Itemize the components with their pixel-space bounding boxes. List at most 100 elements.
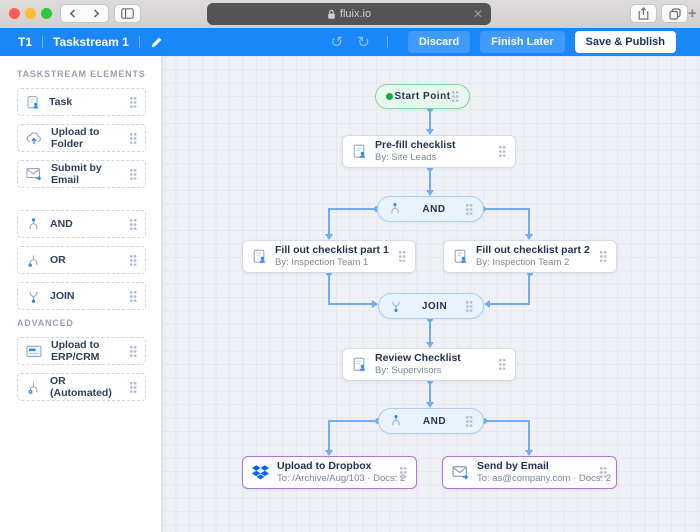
- share-icon: [638, 7, 649, 20]
- discard-button[interactable]: Discard: [407, 31, 471, 53]
- window-zoom-button[interactable]: [41, 8, 52, 19]
- drag-handle[interactable]: [130, 218, 137, 230]
- node-and-gateway-1[interactable]: AND: [377, 196, 484, 222]
- sidebar-item-label: AND: [50, 218, 73, 230]
- node-label: AND: [422, 415, 447, 427]
- edit-pencil-icon[interactable]: [150, 36, 163, 49]
- node-upload-to-dropbox[interactable]: Upload to Dropbox To: /Archive/Aug/103 ·…: [242, 456, 417, 489]
- connector-line: [528, 420, 530, 450]
- task-icon: [454, 249, 466, 263]
- connector-line: [429, 168, 431, 190]
- connector-arrow-down: [426, 190, 434, 196]
- advanced-heading: ADVANCED: [17, 318, 74, 328]
- connector-line: [429, 319, 431, 342]
- connector-dot: [527, 270, 533, 276]
- share-button[interactable]: [630, 4, 657, 23]
- connector-arrow-down: [525, 234, 533, 240]
- redo-icon[interactable]: ↻: [357, 32, 370, 51]
- connector-line: [484, 208, 530, 210]
- join-gateway-icon: [29, 291, 38, 303]
- connector-arrow-down: [426, 342, 434, 348]
- connector-line: [490, 303, 530, 305]
- drag-handle[interactable]: [452, 91, 459, 102]
- node-fill-checklist-part-1[interactable]: Fill out checklist part 1 By: Inspection…: [242, 240, 416, 273]
- copy-icon: [668, 7, 681, 20]
- elements-heading: TASKSTREAM ELEMENTS: [17, 69, 146, 79]
- start-dot-icon: [386, 93, 393, 100]
- node-subtitle: By: Inspection Team 2: [476, 257, 570, 269]
- close-tab-icon[interactable]: ✕: [472, 7, 483, 21]
- drag-handle[interactable]: [130, 254, 137, 266]
- drag-handle[interactable]: [130, 168, 137, 180]
- node-and-gateway-2[interactable]: AND: [378, 408, 484, 434]
- workflow-canvas[interactable]: Start Point Pre-fill checklist By: Site …: [162, 56, 700, 532]
- node-subtitle: By: Site Leads: [375, 152, 437, 164]
- drag-handle[interactable]: [600, 251, 607, 262]
- elements-sidebar: TASKSTREAM ELEMENTS Task Upload to Folde…: [0, 56, 162, 532]
- node-label: JOIN: [421, 300, 448, 312]
- forward-chevron-icon: [93, 9, 100, 18]
- connector-dot: [481, 418, 487, 424]
- sidebar-item-upload-to-erp-crm[interactable]: Upload to ERP/CRM: [17, 337, 146, 365]
- drag-handle[interactable]: [400, 467, 407, 478]
- back-button[interactable]: [61, 9, 85, 18]
- drag-handle[interactable]: [399, 251, 406, 262]
- node-fill-checklist-part-2[interactable]: Fill out checklist part 2 By: Inspection…: [443, 240, 617, 273]
- node-title: Upload to Dropbox: [277, 459, 372, 472]
- forward-button[interactable]: [85, 9, 109, 18]
- sidebar-item-or[interactable]: OR: [17, 246, 146, 274]
- window-minimize-button[interactable]: [25, 8, 36, 19]
- node-prefill-checklist[interactable]: Pre-fill checklist By: Site Leads: [342, 135, 516, 168]
- email-icon: [26, 168, 42, 181]
- connector-arrow-down: [325, 450, 333, 456]
- join-gateway-icon: [392, 301, 400, 312]
- drag-handle[interactable]: [466, 300, 473, 312]
- sidebar-item-task[interactable]: Task: [17, 88, 146, 116]
- drag-handle[interactable]: [130, 381, 137, 393]
- sidebar-item-upload-to-folder[interactable]: Upload to Folder: [17, 124, 146, 152]
- sidebar-item-join[interactable]: JOIN: [17, 282, 146, 310]
- sidebar-item-or-automated[interactable]: OR (Automated): [17, 373, 146, 401]
- new-tab-button[interactable]: +: [688, 5, 697, 22]
- drag-handle[interactable]: [130, 345, 137, 357]
- drag-handle[interactable]: [466, 415, 473, 427]
- node-start-point[interactable]: Start Point: [375, 84, 470, 109]
- connector-arrow-down: [426, 129, 434, 135]
- browser-address-tab[interactable]: fluix.io ✕: [207, 3, 491, 25]
- undo-icon[interactable]: ↺: [330, 32, 344, 51]
- node-title: Pre-fill checklist: [375, 138, 456, 151]
- sidebar-item-and[interactable]: AND: [17, 210, 146, 238]
- node-send-by-email[interactable]: Send by Email To: as@company.com · Docs:…: [442, 456, 617, 489]
- drag-handle[interactable]: [130, 96, 137, 108]
- window-close-button[interactable]: [9, 8, 20, 19]
- drag-handle[interactable]: [130, 132, 137, 144]
- connector-arrow-right: [372, 300, 378, 308]
- drag-handle[interactable]: [466, 203, 473, 215]
- task-icon: [353, 144, 365, 158]
- finish-later-button[interactable]: Finish Later: [480, 31, 565, 53]
- browser-sidebar-toggle-button[interactable]: [114, 4, 141, 23]
- sidebar-item-label: Submit by Email: [51, 162, 102, 186]
- and-gateway-icon: [391, 203, 399, 214]
- lock-icon: [328, 9, 335, 19]
- nav-button-group: [60, 4, 109, 23]
- sidebar-item-submit-by-email[interactable]: Submit by Email: [17, 160, 146, 188]
- node-subtitle: To: /Archive/Aug/103 · Docs: 2: [277, 473, 406, 485]
- save-publish-button[interactable]: Save & Publish: [574, 31, 676, 53]
- drag-handle[interactable]: [499, 359, 506, 370]
- drag-handle[interactable]: [499, 146, 506, 157]
- connector-line: [328, 208, 376, 210]
- node-join-gateway[interactable]: JOIN: [378, 293, 484, 319]
- tab-overview-button[interactable]: [661, 4, 688, 23]
- node-title: Fill out checklist part 1: [275, 243, 389, 256]
- node-subtitle: To: as@company.com · Docs: 2: [477, 473, 612, 485]
- drag-handle[interactable]: [130, 290, 137, 302]
- back-chevron-icon: [69, 9, 76, 18]
- stream-id: T1: [18, 35, 33, 49]
- node-review-checklist[interactable]: Review Checklist By: Supervisors: [342, 348, 516, 381]
- connector-arrow-down: [426, 402, 434, 408]
- node-title: Review Checklist: [375, 351, 461, 364]
- drag-handle[interactable]: [600, 467, 607, 478]
- connector-line: [328, 208, 330, 234]
